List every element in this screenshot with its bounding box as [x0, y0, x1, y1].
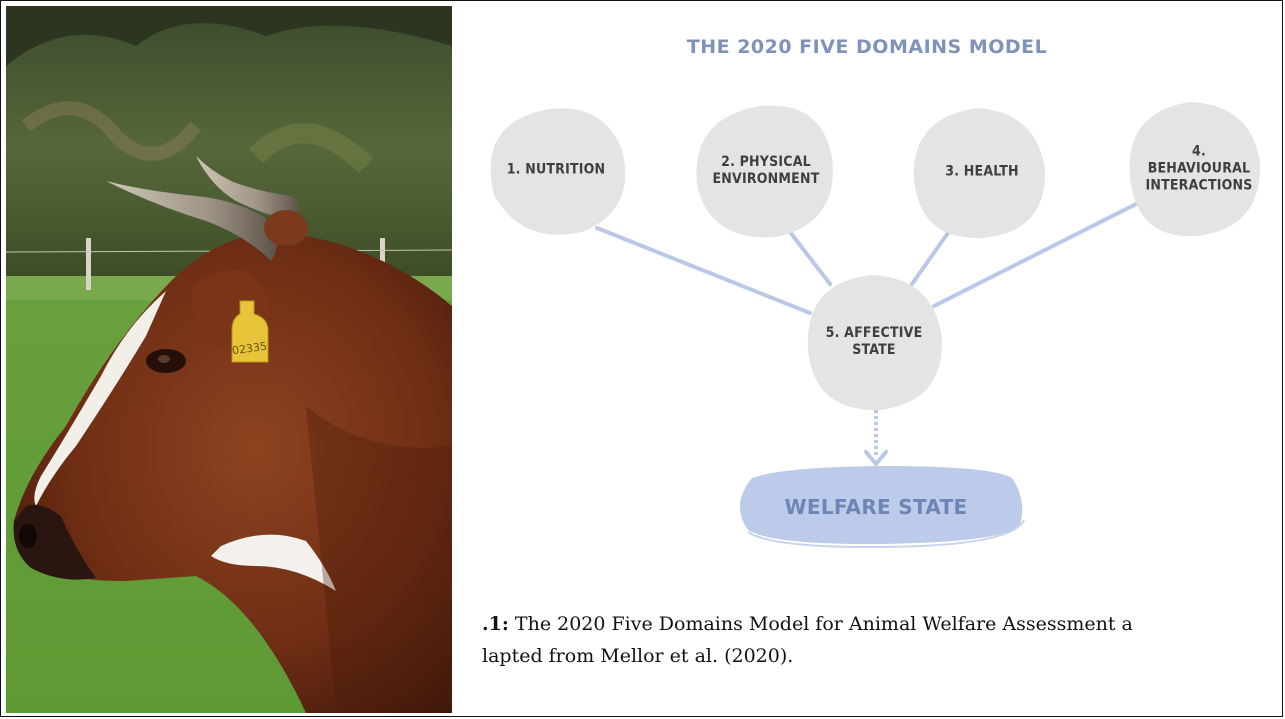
circle-health — [913, 108, 1046, 239]
node-label-behavioural-interactions: 4. BEHAVIOURAL INTERACTIONS — [1145, 144, 1252, 195]
circle-behavioural-interactions — [1129, 102, 1261, 237]
node-label-physical-line1: 2. PHYSICAL — [721, 154, 811, 170]
node-label-physical-line2: ENVIRONMENT — [712, 171, 820, 187]
caption-text-1: The 2020 Five Domains Model for Animal W… — [514, 613, 1133, 635]
welfare-state-outline — [747, 519, 1025, 549]
five-domains-diagram: THE 2020 FIVE DOMAINS MODEL 1. NUTRITION… — [452, 0, 1282, 719]
circle-nutrition — [490, 108, 626, 235]
caption-number: .1: — [482, 613, 509, 635]
node-label-health-line1: 3. HEALTH — [945, 163, 1019, 180]
node-label-affective-line1: 5. AFFECTIVE — [825, 325, 923, 341]
node-label-nutrition: 1. NUTRITION — [507, 162, 606, 179]
caption-line-1: .1: The 2020 Five Domains Model for Anim… — [482, 608, 1282, 640]
node-label-affective-line2: STATE — [852, 342, 896, 358]
node-label-affective-state: 5. AFFECTIVE STATE — [826, 325, 923, 359]
node-label-nutrition-line1: 1. NUTRITION — [506, 161, 606, 178]
connector-nutrition — [595, 226, 812, 315]
diagram-title: THE 2020 FIVE DOMAINS MODEL — [686, 36, 1048, 58]
cow-photo: 02335 — [6, 6, 452, 713]
circle-physical-environment — [696, 105, 833, 238]
node-label-physical-environment: 2. PHYSICAL ENVIRONMENT — [712, 154, 819, 188]
circle-affective-state — [807, 275, 943, 411]
connector-behavioural-interactions — [932, 198, 1146, 308]
node-label-behavioural-line2: INTERACTIONS — [1145, 177, 1253, 194]
figure-caption: .1: The 2020 Five Domains Model for Anim… — [482, 608, 1282, 672]
ear-tag-number: 02335 — [231, 340, 267, 358]
node-label-health: 3. HEALTH — [945, 164, 1018, 181]
connector-health — [910, 228, 952, 286]
welfare-state-label: WELFARE STATE — [784, 495, 968, 519]
node-label-behavioural-line1: 4. BEHAVIOURAL — [1147, 143, 1251, 177]
arrow-head — [864, 450, 888, 466]
caption-line-2: lapted from Mellor et al. (2020). — [482, 645, 794, 667]
welfare-state-shape — [739, 466, 1023, 545]
connector-physical-environment — [788, 230, 832, 286]
